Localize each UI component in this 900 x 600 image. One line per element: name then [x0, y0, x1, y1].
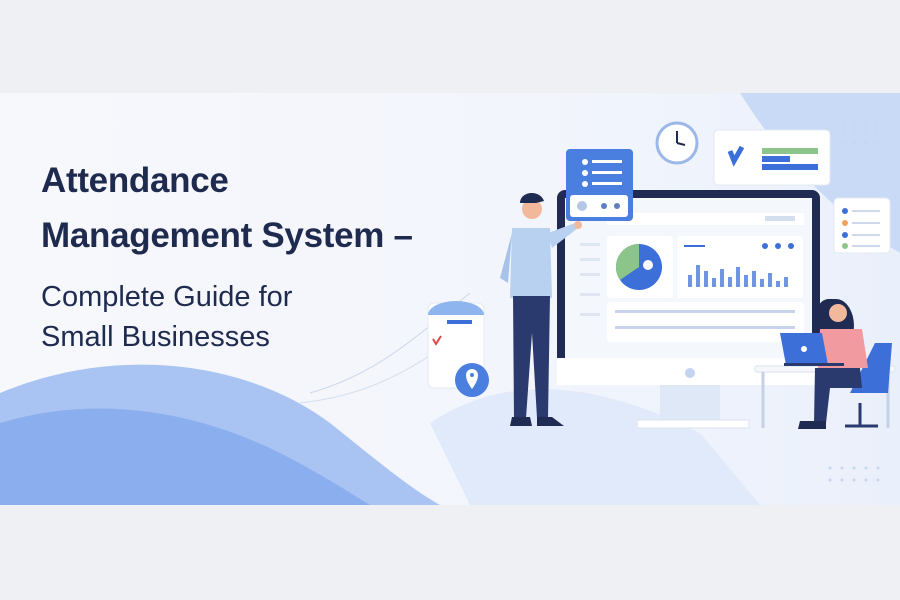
wave-shape	[0, 408, 370, 505]
table-panel	[607, 302, 804, 342]
checklist-icon	[566, 149, 633, 221]
subheadline-line-2: Small Businesses	[41, 321, 270, 353]
monitor	[557, 190, 820, 429]
mobile-card	[427, 301, 489, 397]
man-figure	[500, 192, 582, 426]
headline: Attendance Management System – Complete …	[41, 153, 413, 357]
legend-card	[833, 197, 891, 254]
subheadline-line-1: Complete Guide for	[41, 281, 293, 313]
clock-icon	[655, 121, 699, 165]
bar-chart-icon	[677, 236, 803, 298]
schedule-card	[713, 129, 831, 186]
dot-grid	[828, 121, 880, 482]
illustration	[0, 93, 900, 505]
headline-line-1: Attendance	[41, 161, 229, 200]
headline-line-2: Management System –	[41, 216, 413, 255]
laptop-icon	[780, 333, 844, 366]
woman-figure	[754, 298, 896, 429]
map-pin-icon	[455, 363, 489, 397]
hero-banner: Attendance Management System – Complete …	[0, 93, 900, 505]
pie-chart-icon	[607, 236, 673, 298]
